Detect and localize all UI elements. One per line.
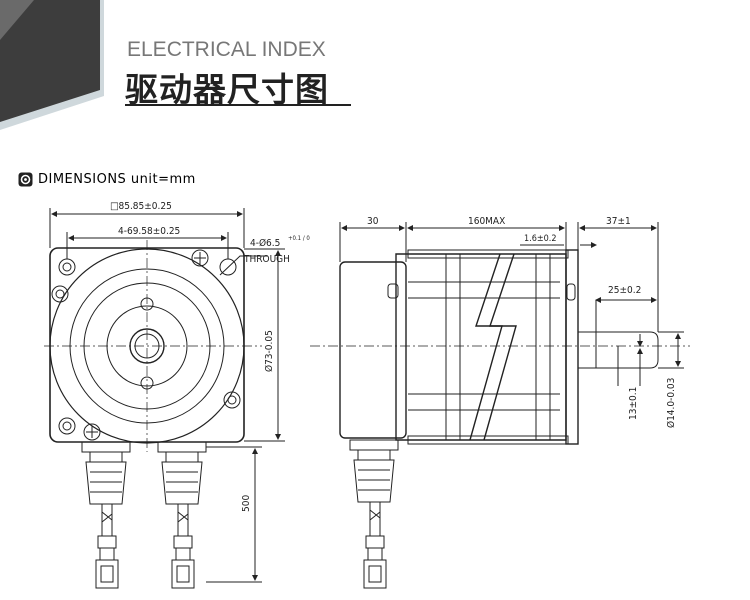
dim-37-label: 37±1 [606, 216, 631, 227]
side-view [310, 222, 690, 589]
dim-shaft-label: Ø14.0-0.03 [665, 378, 677, 428]
dimensions-title: DIMENSIONS unit=mm [38, 172, 196, 187]
header-title-en: ELECTRICAL INDEX [127, 38, 326, 61]
dimensions-icon [18, 172, 33, 187]
front-view [44, 208, 285, 589]
header-title-cn: 驱动器尺寸图 [125, 70, 329, 109]
dim-holes-tol-label: +0.1 / 0 [288, 235, 310, 242]
dim-square-label: □85.85±0.25 [110, 201, 172, 212]
dim-hole-spacing-label: 4-69.58±0.25 [118, 226, 180, 237]
dim-30-label: 30 [367, 216, 379, 227]
dim-160-label: 160MAX [468, 216, 505, 227]
corner-decoration [0, 0, 104, 130]
dim-holes-label: 4-Ø6.5 [250, 237, 280, 249]
dim-cable-label: 500 [241, 495, 252, 512]
dim-25-label: 25±0.2 [608, 285, 641, 296]
dim-13-label: 13±0.1 [628, 387, 639, 420]
dim-through-label: THROUGH [243, 254, 290, 265]
header-underline [125, 104, 351, 106]
dim-pilot-label: Ø73-0.05 [263, 330, 275, 372]
dim-1-6-label: 1.6±0.2 [524, 234, 557, 244]
